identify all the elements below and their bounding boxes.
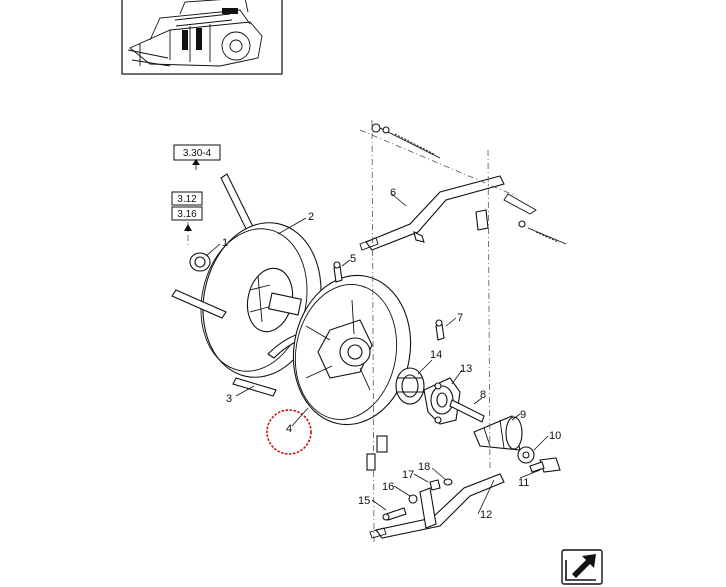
leader-lines	[205, 193, 549, 515]
callout-1: 1	[222, 237, 228, 249]
svg-text:3.16: 3.16	[177, 209, 197, 220]
callout-12: 12	[480, 509, 492, 521]
callout-9: 9	[520, 409, 526, 421]
spacer-upper	[376, 435, 388, 453]
callout-3: 3	[226, 393, 232, 405]
part-4-pulley	[292, 274, 412, 426]
part-12-lower-bracket	[369, 473, 505, 539]
part-9-hub	[473, 415, 523, 451]
arrowhead-up-icon	[184, 224, 192, 231]
reference-box-top[interactable]: 3.30-4	[173, 144, 221, 161]
callout-15: 15	[358, 495, 370, 507]
centerline-vertical-right	[487, 149, 491, 471]
reference-box-mid-b[interactable]: 3.16	[171, 206, 203, 221]
part-3-key	[171, 289, 227, 319]
callout-4: 4	[286, 423, 292, 435]
part-13-housing	[423, 377, 461, 425]
arrowhead-up-icon	[192, 159, 200, 165]
machine-thumbnail[interactable]	[121, 0, 283, 75]
part-8-shaft	[449, 399, 485, 423]
part-3-key-lower	[232, 377, 277, 397]
callout-7: 7	[457, 312, 463, 324]
next-page-arrow-icon[interactable]	[561, 549, 603, 585]
spring-rod	[371, 123, 567, 245]
part-16-washer	[408, 494, 418, 504]
part-18-fitting	[443, 478, 453, 486]
callout-18: 18	[418, 461, 430, 473]
centerline-vertical-left	[371, 119, 375, 546]
callout-6: 6	[390, 187, 396, 199]
part-6-support-bracket	[359, 175, 537, 251]
part-17-nut	[429, 479, 441, 491]
callout-2: 2	[308, 211, 314, 223]
callout-14: 14	[430, 349, 442, 361]
callout-16: 16	[382, 481, 394, 493]
part-14-bearing	[395, 367, 425, 405]
svg-text:3.12: 3.12	[177, 194, 197, 205]
spacer-lower	[366, 453, 376, 471]
callout-13: 13	[460, 363, 472, 375]
callout-5: 5	[350, 253, 356, 265]
callout-11: 11	[518, 477, 529, 489]
part-5-grease-fitting	[333, 261, 343, 283]
callout-8: 8	[480, 389, 486, 401]
callout-4-highlight	[266, 409, 312, 455]
callout-17: 17	[402, 469, 414, 481]
part-1-ring	[189, 252, 211, 272]
reference-box-mid-a[interactable]: 3.12	[171, 191, 203, 206]
part-7-grease-fitting	[435, 319, 445, 341]
part-10-washer	[517, 446, 535, 464]
part-15-screw	[382, 507, 407, 521]
part-11-bolt	[529, 457, 561, 473]
callout-10: 10	[549, 430, 561, 442]
svg-text:3.30-4: 3.30-4	[183, 148, 212, 159]
centerline-diagonal	[359, 129, 517, 197]
